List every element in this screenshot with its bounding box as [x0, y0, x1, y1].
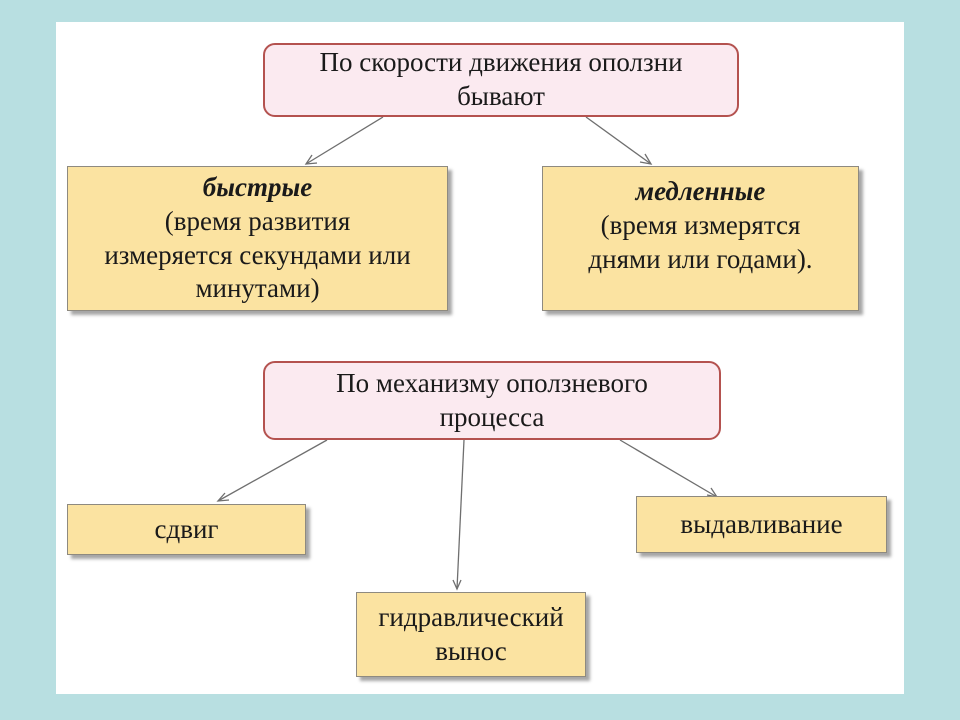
mechanism-header-line2: процесса — [439, 401, 545, 432]
slide-canvas — [56, 22, 904, 694]
hydraulic-box: гидравлический вынос — [356, 592, 586, 677]
speed-header-box: По скорости движения оползни бывают — [263, 43, 739, 117]
shift-label: сдвиг — [154, 513, 219, 544]
fast-title: быстрые — [202, 172, 313, 202]
slow-line2: днями или годами). — [588, 243, 813, 274]
hydraulic-line2: вынос — [435, 635, 507, 666]
hydraulic-line1: гидравлический — [378, 601, 564, 632]
fast-line3: минутами) — [195, 273, 320, 304]
mechanism-header-box: По механизму оползневого процесса — [263, 361, 721, 440]
extrusion-box: выдавливание — [636, 496, 887, 553]
slow-title: медленные — [635, 176, 766, 206]
mechanism-header-line1: По механизму оползневого — [336, 367, 648, 398]
fast-line1: (время развития — [164, 205, 351, 236]
slow-line1: (время измерятся — [600, 209, 801, 240]
fast-line2: измеряется секундами или — [104, 239, 411, 270]
extrusion-label: выдавливание — [680, 508, 843, 539]
speed-header-line1: По скорости движения оползни — [319, 47, 683, 78]
fast-box: быстрые (время развития измеряется секун… — [67, 166, 448, 311]
shift-box: сдвиг — [67, 504, 306, 555]
slow-box: медленные (время измерятся днями или год… — [542, 166, 859, 311]
speed-header-line2: бывают — [457, 81, 545, 111]
